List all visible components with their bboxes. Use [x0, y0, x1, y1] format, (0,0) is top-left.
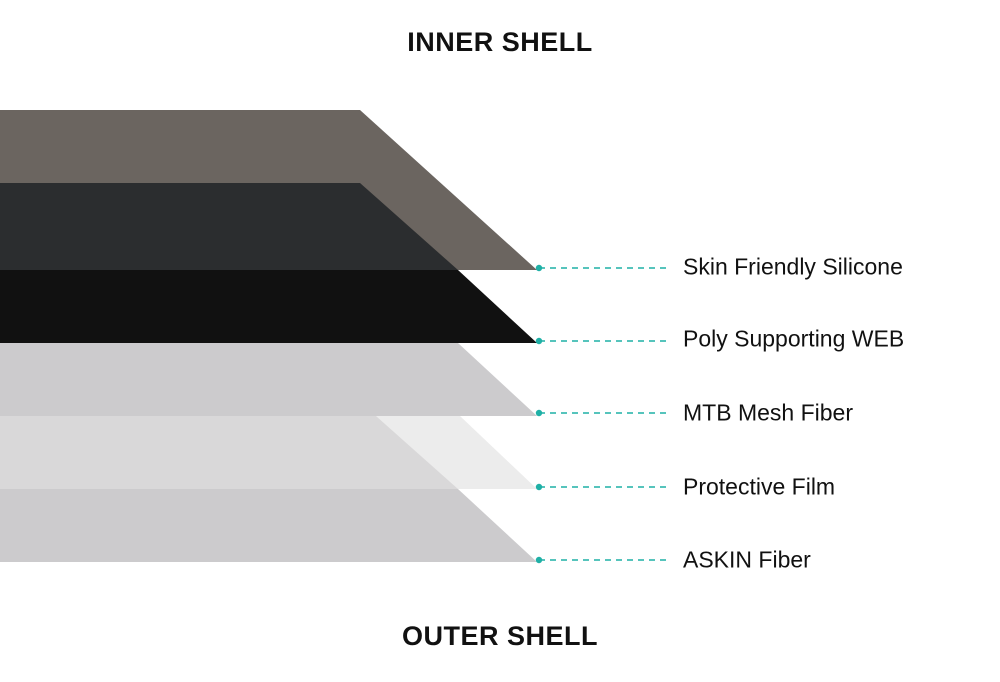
label-askin-fiber: ASKIN Fiber — [683, 546, 811, 573]
layer-mtb-mesh — [0, 343, 537, 416]
label-skin-friendly-silicone: Skin Friendly Silicone — [683, 253, 903, 280]
inner-shell-title: INNER SHELL — [407, 27, 593, 57]
label-mtb-mesh-fiber: MTB Mesh Fiber — [683, 399, 853, 426]
leader-dot — [535, 483, 543, 491]
layer-askin — [0, 489, 537, 562]
leader-dot — [535, 337, 543, 345]
layer-protective-film-inner — [0, 416, 458, 489]
label-protective-film: Protective Film — [683, 473, 836, 500]
label-poly-supporting-web: Poly Supporting WEB — [683, 325, 905, 352]
outer-shell-title: OUTER SHELL — [401, 621, 598, 651]
leader-dot — [535, 264, 543, 272]
leader-dot — [535, 409, 543, 417]
layer-dark — [0, 183, 458, 270]
layer-poly-web — [0, 270, 537, 343]
leader-dot — [535, 556, 543, 564]
